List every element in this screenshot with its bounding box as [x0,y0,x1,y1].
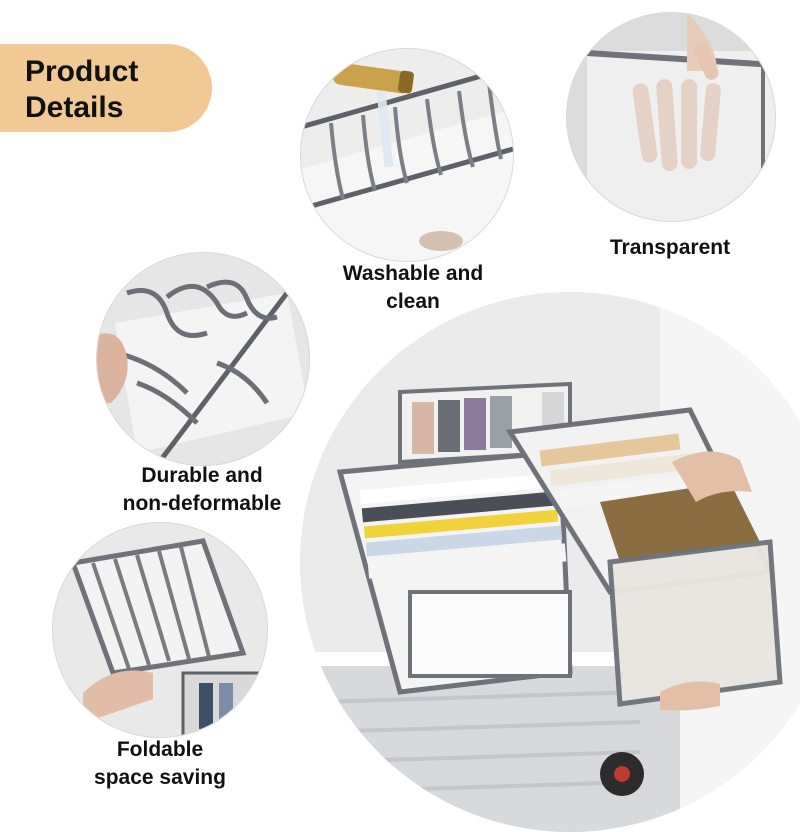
feature-transparent-label: Transparent [580,234,760,262]
feature-durable-line1: Durable and [141,464,263,487]
closet-illustration [300,292,800,832]
banner-title-line2: Details [25,91,124,124]
durable-illustration [97,253,309,465]
washable-photo [300,48,514,262]
product-details-banner: Product Details [0,44,212,132]
feature-foldable-label: Foldable space saving [70,736,250,792]
washable-illustration [301,49,513,261]
transparent-illustration [567,13,775,221]
feature-transparent-line1: Transparent [609,236,731,259]
durable-photo [96,252,310,466]
feature-foldable-line2: space saving [94,766,226,789]
feature-durable-line2: non-deformable [122,492,282,515]
feature-foldable-line1: Foldable [116,738,204,761]
foldable-photo [52,522,268,738]
banner-title-line1: Product [25,55,139,88]
closet-organizer-photo [300,292,800,832]
feature-durable-label: Durable and non-deformable [96,462,308,518]
feature-washable-line1: Washable and [342,262,484,285]
transparent-photo [566,12,776,222]
foldable-illustration [53,523,267,737]
